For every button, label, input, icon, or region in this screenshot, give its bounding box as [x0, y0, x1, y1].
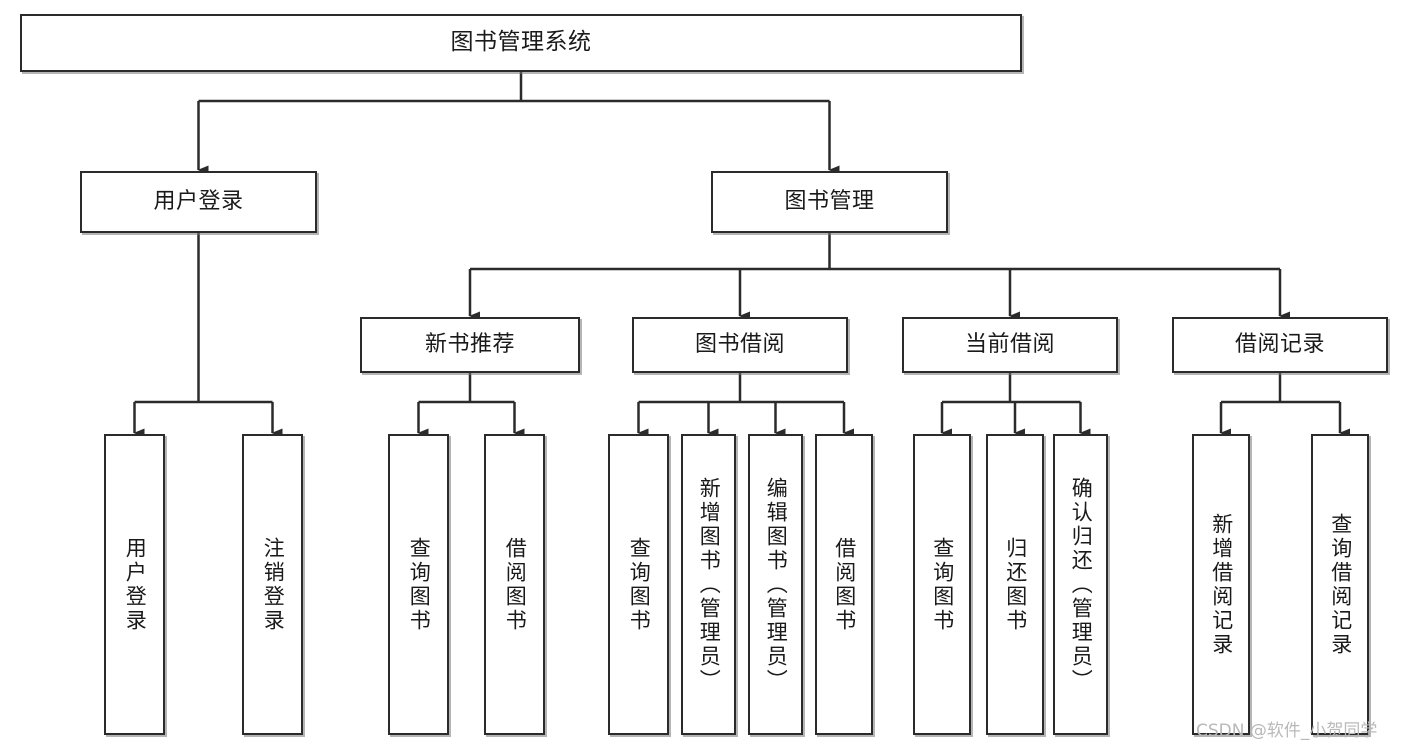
leaf-logout[interactable]: 注销登录: [242, 434, 303, 735]
node-root-label: 图书管理系统: [450, 29, 592, 56]
node-book-management[interactable]: 图书管理: [711, 171, 948, 233]
leaf-return-book[interactable]: 归还图书: [986, 434, 1044, 735]
leaf-user-login-label: 用户登录: [123, 536, 148, 633]
leaf-query-book-3-label: 查询图书: [930, 536, 955, 633]
node-user-login-label: 用户登录: [153, 189, 244, 215]
node-current-borrowing-label: 当前借阅: [964, 332, 1055, 358]
leaf-edit-book-admin-label: 编辑图书（管理员）: [764, 476, 789, 693]
node-borrowing-record[interactable]: 借阅记录: [1172, 317, 1388, 373]
node-book-management-label: 图书管理: [784, 189, 875, 215]
leaf-query-book-1[interactable]: 查询图书: [388, 434, 449, 735]
leaf-edit-book-admin[interactable]: 编辑图书（管理员）: [748, 434, 803, 735]
node-new-book-recommendation-label: 新书推荐: [424, 332, 515, 358]
leaf-add-book-admin[interactable]: 新增图书（管理员）: [681, 434, 736, 735]
node-root[interactable]: 图书管理系统: [20, 14, 1022, 72]
leaf-borrow-book-1-label: 借阅图书: [503, 536, 528, 633]
leaf-confirm-return-admin-label: 确认归还（管理员）: [1069, 476, 1094, 693]
leaf-add-borrow-record-label: 新增借阅记录: [1209, 512, 1234, 657]
leaf-query-book-1-label: 查询图书: [407, 536, 432, 633]
leaf-query-book-3[interactable]: 查询图书: [913, 434, 971, 735]
node-book-borrowing-label: 图书借阅: [694, 332, 785, 358]
leaf-user-login[interactable]: 用户登录: [104, 434, 165, 735]
leaf-add-book-admin-label: 新增图书（管理员）: [697, 476, 722, 693]
leaf-add-borrow-record[interactable]: 新增借阅记录: [1192, 434, 1250, 735]
leaf-query-borrow-record[interactable]: 查询借阅记录: [1311, 434, 1369, 735]
leaf-query-book-2[interactable]: 查询图书: [608, 434, 669, 735]
leaf-query-book-2-label: 查询图书: [627, 536, 652, 633]
node-book-borrowing[interactable]: 图书借阅: [632, 317, 848, 373]
leaf-borrow-book-1[interactable]: 借阅图书: [484, 434, 545, 735]
leaf-return-book-label: 归还图书: [1003, 536, 1028, 633]
node-user-login[interactable]: 用户登录: [80, 171, 317, 233]
leaf-borrow-book-2-label: 借阅图书: [832, 536, 857, 633]
edge-group: [133, 72, 1350, 438]
node-borrowing-record-label: 借阅记录: [1234, 332, 1325, 358]
leaf-borrow-book-2[interactable]: 借阅图书: [815, 434, 873, 735]
node-new-book-recommendation[interactable]: 新书推荐: [360, 317, 580, 373]
leaf-query-borrow-record-label: 查询借阅记录: [1328, 512, 1353, 657]
csdn-watermark: CSDN @软件_小贺同学: [1196, 721, 1378, 741]
node-current-borrowing[interactable]: 当前借阅: [902, 317, 1118, 373]
leaf-confirm-return-admin[interactable]: 确认归还（管理员）: [1053, 434, 1108, 735]
leaf-logout-label: 注销登录: [261, 536, 286, 633]
